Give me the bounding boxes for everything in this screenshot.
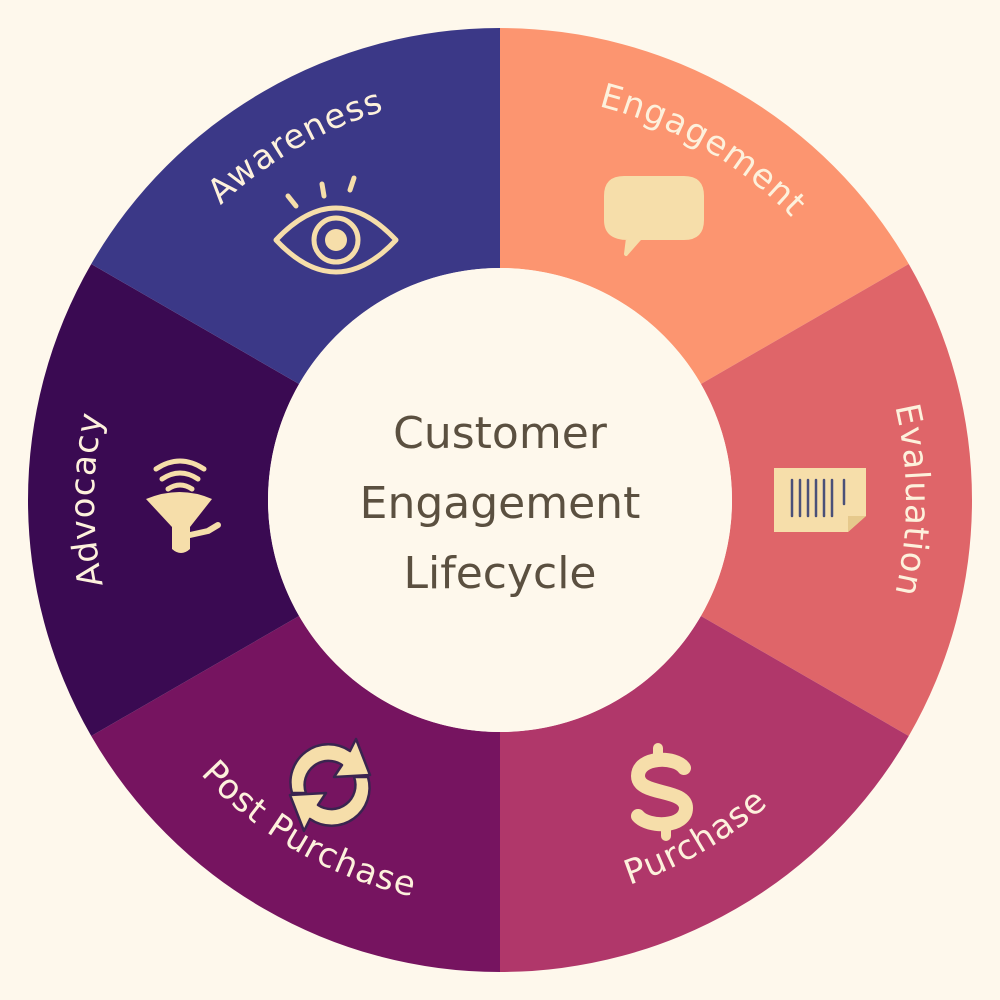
center-title-line-1: Customer (393, 408, 608, 459)
segment-purchase[interactable] (500, 616, 909, 972)
megaphone-icon (146, 458, 221, 553)
center-title-line-2: Engagement (360, 478, 641, 529)
dollar-sign-icon (631, 743, 693, 841)
refresh-arrows-icon (288, 737, 372, 833)
heart-speech-bubble-icon (604, 176, 704, 256)
center-disc (268, 268, 732, 732)
eye-icon (273, 175, 399, 275)
segment-engagement[interactable] (500, 28, 909, 384)
center-title-line-3: Lifecycle (403, 548, 596, 599)
document-icon (774, 468, 866, 532)
